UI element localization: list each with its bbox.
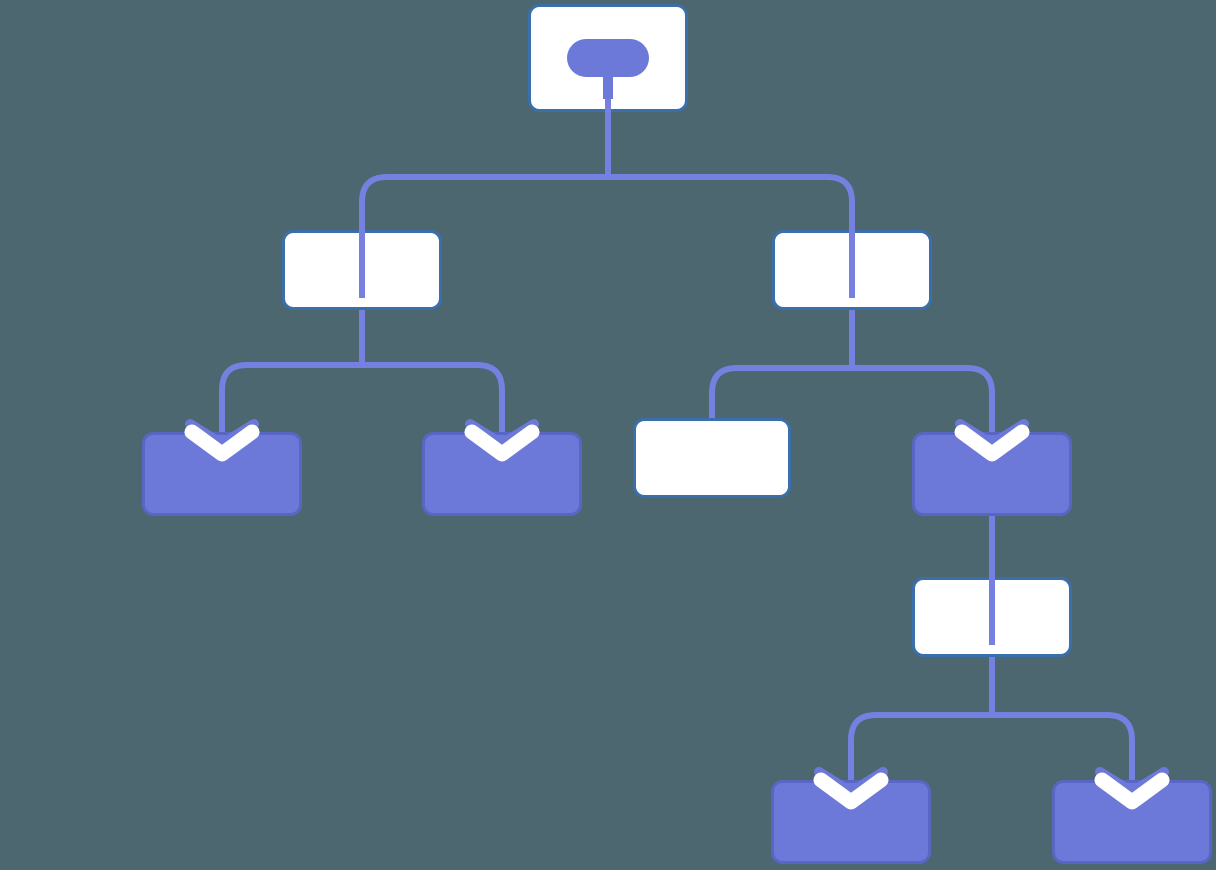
arrow-marker bbox=[184, 419, 260, 462]
arrow-marker bbox=[954, 419, 1030, 462]
arrow-marker bbox=[464, 419, 540, 462]
chevron-down-icon bbox=[1094, 772, 1170, 810]
leaf-node-a[interactable] bbox=[142, 432, 302, 516]
chevron-down-icon bbox=[954, 424, 1030, 462]
arrow-marker-layer bbox=[184, 419, 1170, 810]
arrow-marker bbox=[1094, 767, 1170, 810]
leaf-node-b[interactable] bbox=[422, 432, 582, 516]
edge-level4-white-to-leaf-d bbox=[989, 657, 1135, 802]
level3-purple-node[interactable] bbox=[912, 432, 1072, 516]
edge-level2-left-to-leaf-a bbox=[219, 270, 365, 454]
chevron-down-icon bbox=[184, 424, 260, 462]
pill-badge-icon bbox=[567, 39, 649, 77]
edge-level2-left-to-leaf-b bbox=[359, 270, 505, 454]
level3-white-node[interactable] bbox=[633, 418, 791, 498]
edge-root-to-level2-left bbox=[359, 58, 611, 298]
chevron-down-icon bbox=[813, 772, 889, 810]
edge-level2-right-to-level3-purple bbox=[849, 270, 995, 454]
node-badge-layer bbox=[567, 39, 649, 99]
edge-root-to-level2-right bbox=[605, 58, 855, 298]
arrow-marker bbox=[813, 767, 889, 810]
node-layer bbox=[142, 4, 1212, 864]
edge-level4-white-to-leaf-c bbox=[848, 657, 995, 802]
leaf-node-c[interactable] bbox=[771, 780, 931, 864]
edge-level2-right-to-level3-white bbox=[709, 270, 855, 418]
leaf-node-d[interactable] bbox=[1052, 780, 1212, 864]
badge-stem bbox=[603, 58, 613, 99]
edge-layer-foreground bbox=[359, 58, 995, 645]
edge-layer-background bbox=[219, 270, 1135, 802]
chevron-down-icon bbox=[464, 424, 540, 462]
